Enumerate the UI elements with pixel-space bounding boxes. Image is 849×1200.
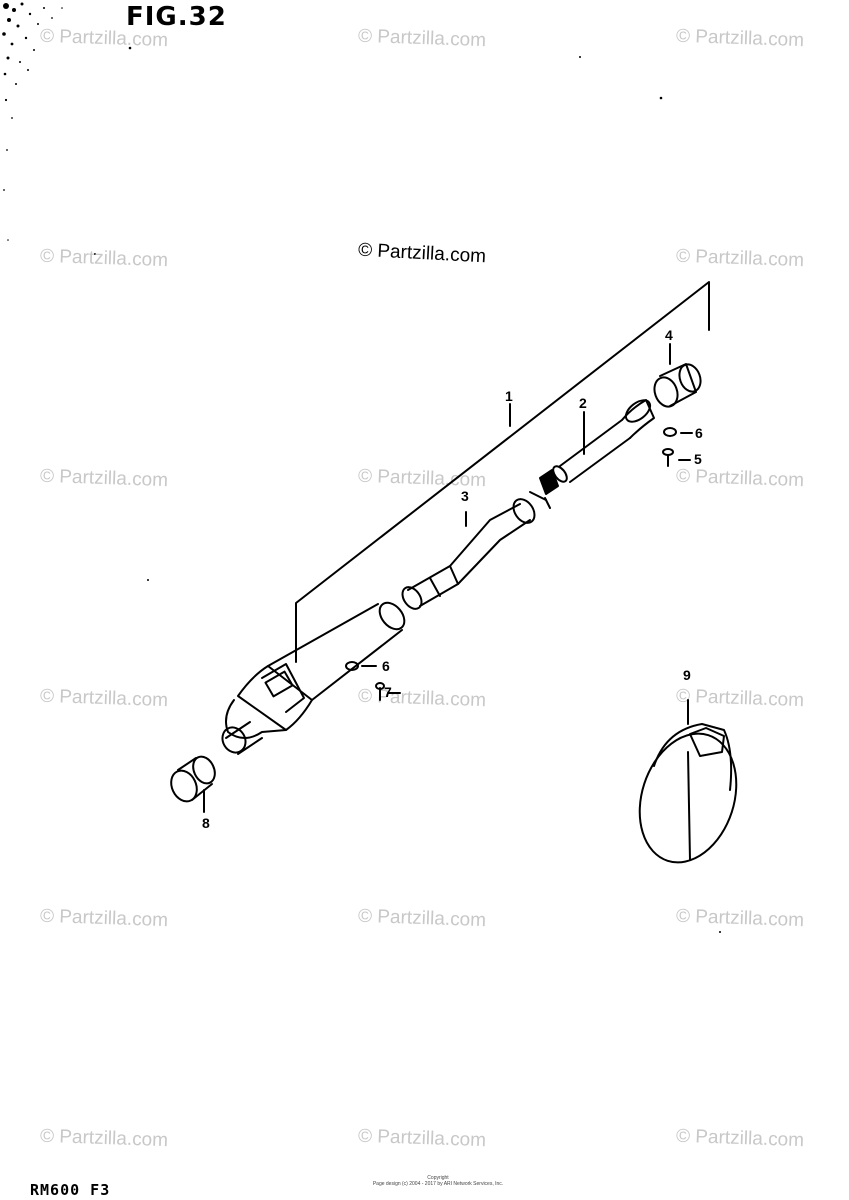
part-8-bushing bbox=[170, 755, 216, 813]
part-4-cap bbox=[653, 363, 702, 408]
assembly-bracket-line bbox=[295, 281, 710, 663]
part-3-tube bbox=[401, 498, 536, 610]
callout-part-9: 9 bbox=[683, 667, 691, 683]
copyright-notice: Copyright Page design (c) 2004 - 2017 by… bbox=[368, 1175, 508, 1187]
part-5-screw bbox=[662, 448, 691, 467]
callout-part-6-lower: 6 bbox=[382, 658, 390, 674]
part-1-main-shaft bbox=[221, 601, 406, 755]
callout-part-7: 7 bbox=[384, 684, 392, 700]
callout-part-3: 3 bbox=[461, 488, 469, 504]
figure-title: FIG.32 bbox=[126, 2, 227, 32]
callout-part-2: 2 bbox=[579, 395, 587, 411]
part-6-washer-upper bbox=[663, 427, 693, 437]
part-9-cover bbox=[638, 699, 738, 864]
model-label: RM600 F3 bbox=[30, 1181, 111, 1199]
part-6-washer-lower bbox=[345, 661, 377, 671]
callout-part-6-upper: 6 bbox=[695, 425, 703, 441]
copyright-line: Copyright bbox=[427, 1175, 449, 1181]
part-2-shaft bbox=[529, 399, 655, 509]
callout-part-1: 1 bbox=[505, 388, 513, 404]
callout-part-5: 5 bbox=[694, 451, 702, 467]
callout-part-4: 4 bbox=[665, 327, 673, 343]
callout-part-8: 8 bbox=[202, 815, 210, 831]
copyright-line: Page design (c) 2004 - 2017 by ARI Netwo… bbox=[372, 1181, 504, 1187]
part-7-screw bbox=[375, 682, 401, 701]
